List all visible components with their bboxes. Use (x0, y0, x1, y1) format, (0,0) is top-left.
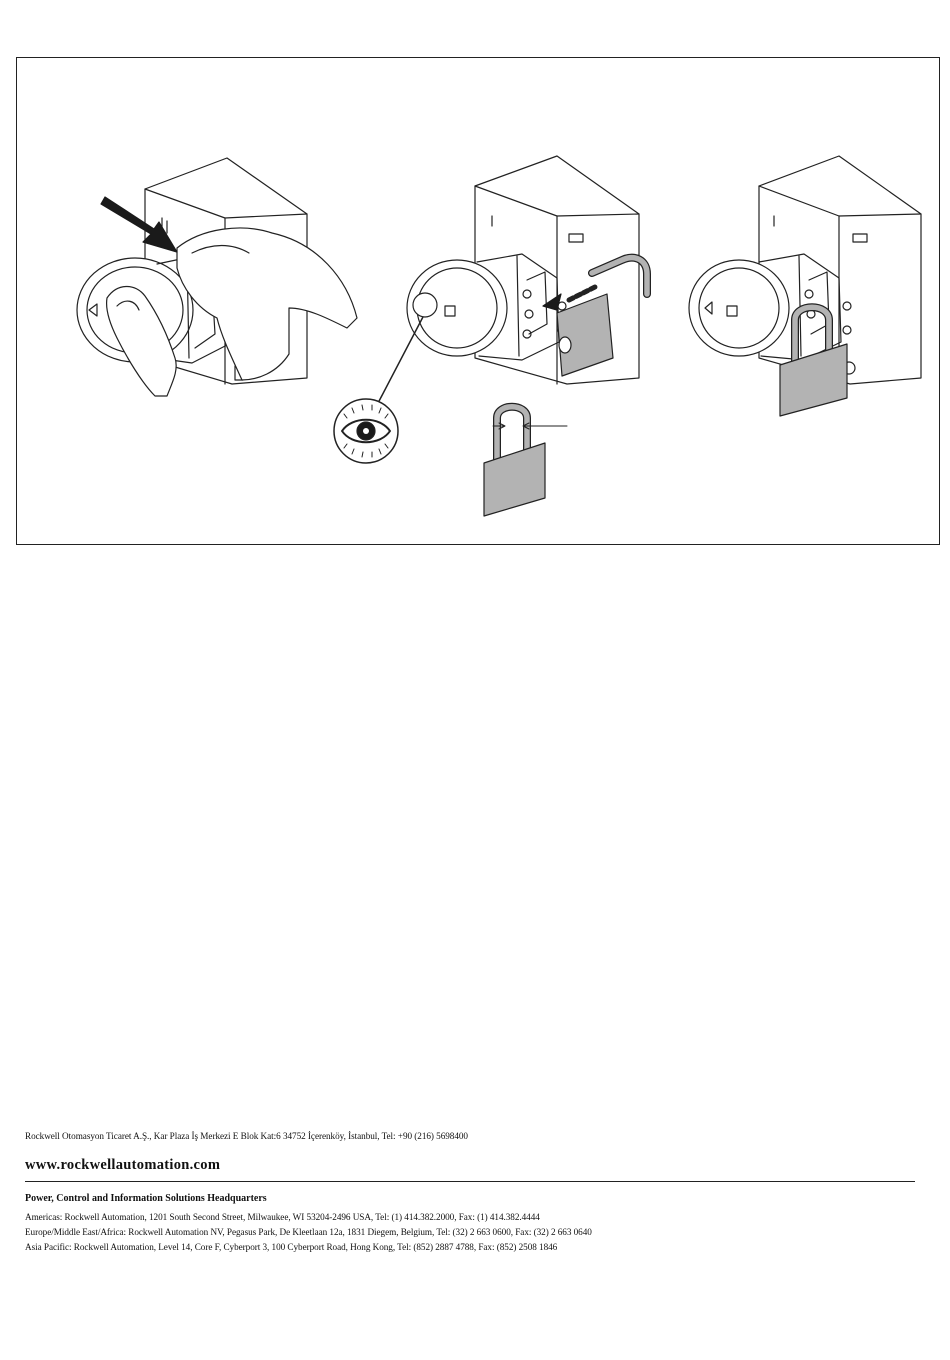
insert-arrow-icon (542, 283, 600, 311)
website-link[interactable]: www.rockwellautomation.com (25, 1157, 221, 1173)
address-asia-pacific: Asia Pacific: Rockwell Automation, Level… (25, 1242, 558, 1252)
padlock-inserting (556, 253, 651, 377)
lockout-instruction-figure (16, 57, 940, 545)
headquarters-title: Power, Control and Information Solutions… (25, 1193, 267, 1204)
local-office-address: Rockwell Otomasyon Ticaret A.Ş., Kar Pla… (25, 1131, 468, 1141)
push-arrow-icon (100, 196, 178, 253)
rotary-knob-3 (688, 253, 842, 361)
hand-1 (106, 227, 358, 397)
shackle-width-dimension-icon (492, 422, 568, 430)
padlock-icon (483, 402, 546, 517)
eye-icon (333, 292, 438, 464)
step-3-locked (688, 155, 922, 417)
lockout-illustration (76, 155, 922, 517)
rotary-knob-2 (406, 253, 560, 361)
address-emea: Europe/Middle East/Africa: Rockwell Auto… (25, 1227, 592, 1237)
switch-body-2 (474, 155, 640, 385)
address-americas: Americas: Rockwell Automation, 1201 Sout… (25, 1212, 540, 1222)
switch-body-3 (758, 155, 922, 385)
footer-divider (25, 1181, 915, 1182)
step-2-insert-padlock (333, 155, 651, 517)
padlock-attached (779, 303, 848, 417)
step-1-press-knob (76, 157, 358, 397)
